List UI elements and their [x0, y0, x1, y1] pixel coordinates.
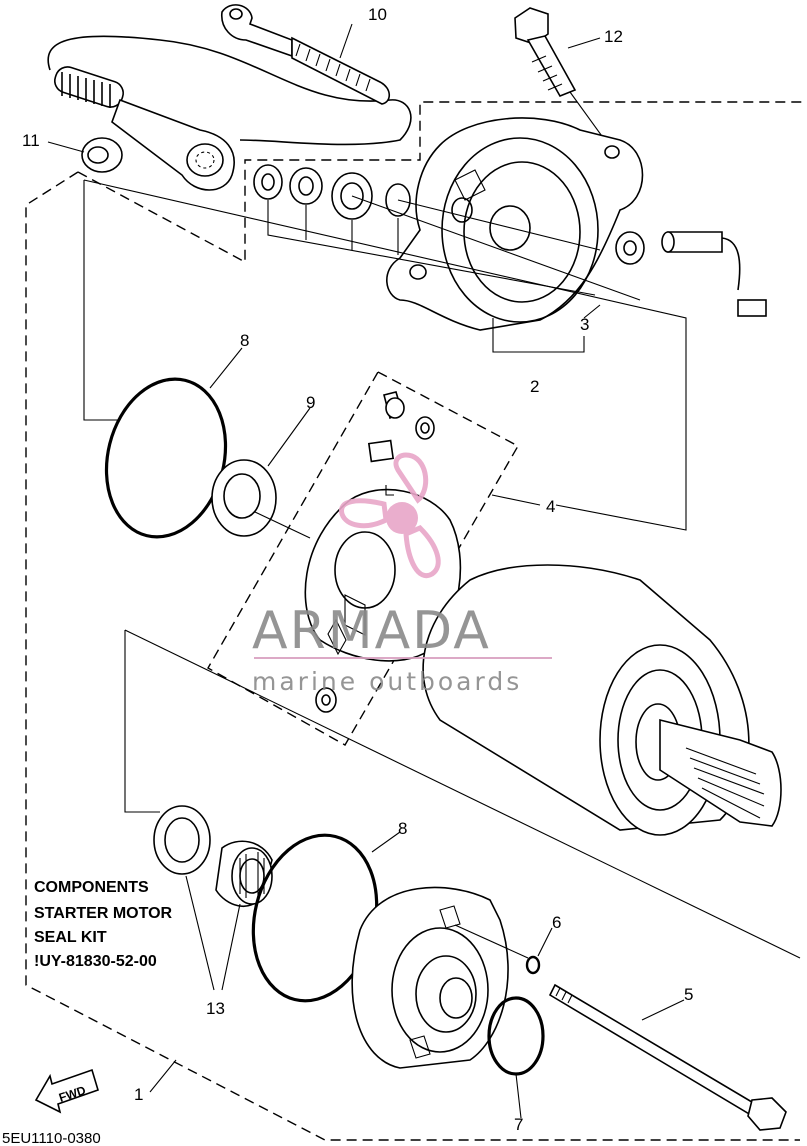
part-13-seal-bearing — [153, 805, 273, 991]
part-1-yoke-armature — [124, 564, 801, 959]
note-line-3: SEAL KIT — [34, 929, 107, 946]
rear-cover — [351, 886, 529, 1069]
washer-set — [253, 164, 641, 301]
part-10-lead-terminal — [47, 4, 412, 191]
callout-2: 2 — [530, 377, 539, 396]
terminal-bolt — [615, 231, 767, 317]
callout-10: 10 — [368, 5, 387, 24]
callout-1: 1 — [134, 1085, 143, 1104]
watermark-tagline: marine outboards — [252, 667, 522, 696]
part-9-plate — [211, 459, 311, 539]
note-line-1: COMPONENTS — [34, 879, 149, 896]
callout-8-upper: 8 — [240, 331, 249, 350]
propeller-icon — [339, 452, 441, 579]
callout-5: 5 — [684, 985, 693, 1004]
part-11-seal — [81, 137, 123, 173]
callout-11: 11 — [22, 131, 40, 150]
note-line-2: STARTER MOTOR — [34, 905, 173, 922]
assembly-boundary — [25, 101, 807, 1141]
callout-9: 9 — [306, 393, 315, 412]
callout-12: 12 — [604, 27, 623, 46]
part-2-front-bracket — [386, 117, 644, 331]
callout-6: 6 — [552, 913, 561, 932]
part-6-small-oring — [525, 955, 541, 975]
callout-13: 13 — [206, 999, 225, 1018]
watermark-logo: ARMADA marine outboards — [252, 452, 552, 696]
callout-8-lower: 8 — [398, 819, 407, 838]
part-5-through-bolt — [548, 983, 787, 1131]
fwd-arrow-icon: FWD — [34, 1068, 99, 1114]
seal-kit-note: COMPONENTS STARTER MOTOR SEAL KIT !UY-81… — [34, 879, 173, 970]
diagram-code: 5EU1110-0380 — [2, 1130, 101, 1146]
note-line-4: !UY-81830-52-00 — [34, 953, 157, 970]
part-7-oring — [487, 996, 545, 1076]
callouts: 10 12 11 3 2 8 9 4 8 6 5 13 1 7 — [22, 5, 693, 1134]
callout-3: 3 — [580, 315, 589, 334]
watermark-brand: ARMADA — [252, 601, 491, 661]
leader-lines — [47, 23, 685, 1119]
bracket-leaders — [83, 179, 687, 531]
callout-4: 4 — [546, 497, 555, 516]
callout-7: 7 — [514, 1115, 523, 1134]
